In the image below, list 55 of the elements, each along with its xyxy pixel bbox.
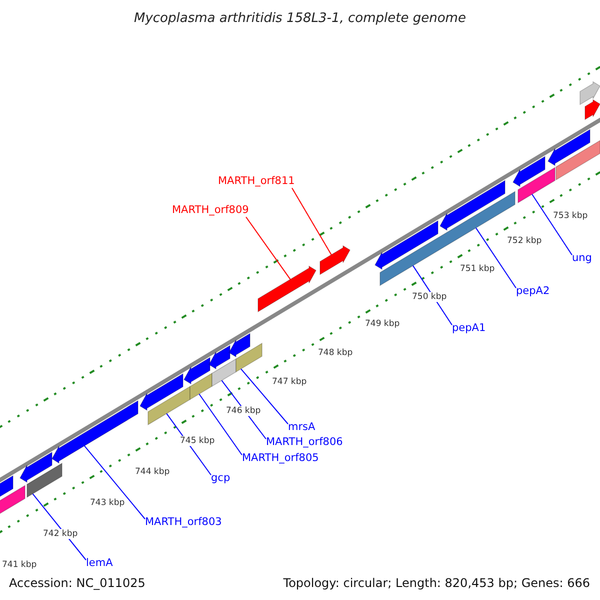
- tick-label: 753 kbp: [553, 211, 588, 221]
- gene-label: MARTH_orf809: [172, 204, 249, 217]
- gene-feature: [20, 452, 52, 483]
- gene-label: pepA1: [452, 322, 486, 335]
- gene-block: [556, 140, 600, 181]
- gene-block: [212, 358, 236, 387]
- tick-label: 752 kbp: [507, 236, 542, 246]
- tick-label: 749 kbp: [365, 319, 400, 329]
- tick-label: 747 kbp: [272, 377, 307, 387]
- leader-line: [32, 493, 86, 560]
- gene-feature: [584, 99, 600, 120]
- gene-feature: [184, 356, 210, 385]
- tick-label: 748 kbp: [318, 348, 353, 358]
- gene-feature: [512, 156, 546, 188]
- tick-label: 746 kbp: [226, 406, 261, 416]
- leader-line: [532, 194, 572, 256]
- gene-feature: [320, 245, 350, 276]
- tick-label: 750 kbp: [412, 292, 447, 302]
- gene-feature: [548, 128, 590, 166]
- gene-feature: [208, 344, 230, 370]
- gene-feature: [440, 180, 506, 231]
- gene-feature: [140, 373, 184, 411]
- leader-line: [246, 216, 291, 280]
- gene-feature: [374, 220, 438, 270]
- gene-feature: [52, 400, 138, 464]
- tick-label: 741 kbp: [2, 560, 37, 570]
- tick-label: 742 kbp: [43, 529, 78, 539]
- gene-block: [190, 372, 212, 400]
- gene-label: ung: [572, 252, 592, 265]
- gene-label: pepA2: [516, 285, 550, 298]
- gene-label: MARTH_orf811: [218, 175, 295, 188]
- leader-line: [240, 368, 288, 424]
- gene-block: [518, 166, 556, 204]
- leader-line: [198, 394, 242, 456]
- gene-label: MARTH_orf803: [145, 516, 222, 529]
- gene-label: lemA: [86, 557, 113, 570]
- leader-line: [84, 445, 146, 520]
- tick-label: 751 kbp: [460, 264, 495, 274]
- leader-line: [292, 188, 332, 256]
- gene-label: MARTH_orf806: [266, 436, 343, 449]
- tick-label: 743 kbp: [90, 498, 125, 508]
- gene-label: mrsA: [288, 421, 316, 434]
- gene-block: [148, 386, 190, 426]
- gene-label: gcp: [211, 472, 230, 485]
- diagram-title: Mycoplasma arthritidis 158L3-1, complete genome: [133, 10, 467, 28]
- gene-feature: [228, 332, 250, 358]
- genome-summary: Topology: circular; Length: 820,453 bp; Genes: 666: [283, 575, 590, 592]
- gene-label: MARTH_orf805: [242, 452, 319, 465]
- gene-feature: [580, 81, 600, 106]
- tick-label: 745 kbp: [180, 436, 215, 446]
- accession-label: Accession: NC_011025: [9, 575, 146, 592]
- gene-block: [26, 462, 62, 498]
- gene-block: [236, 342, 262, 373]
- gene-feature: [258, 265, 316, 312]
- tick-label: 744 kbp: [135, 467, 170, 477]
